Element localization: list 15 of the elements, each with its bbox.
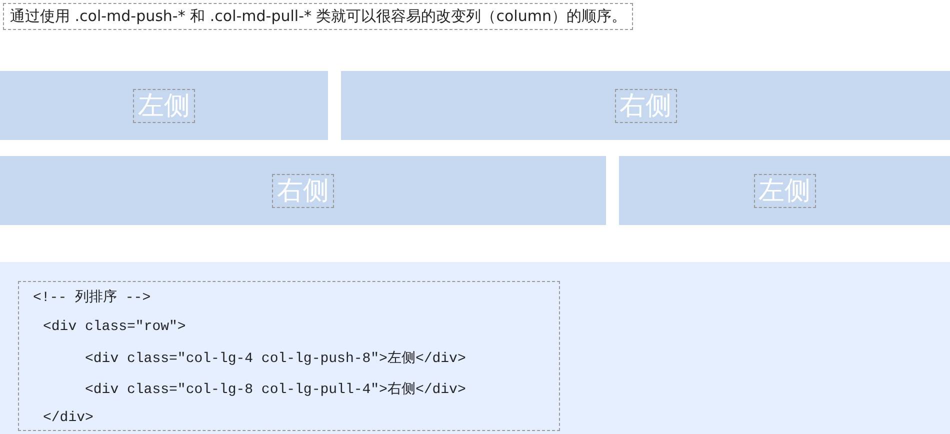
- column-label: 左侧: [133, 88, 195, 122]
- code-line: <!-- 列排序 -->: [33, 288, 151, 306]
- column-label: 右侧: [272, 174, 334, 208]
- column-box: [0, 71, 328, 140]
- intro-text: 通过使用 .col-md-push-* 和 .col-md-pull-* 类就可以很容易的改变列（column）的顺序。: [3, 3, 634, 30]
- column-label: 左侧: [754, 174, 816, 208]
- code-box: [18, 281, 560, 431]
- code-line: <div class="col-lg-4 col-lg-push-8">左侧</div>: [85, 350, 466, 367]
- code-line: <div class="col-lg-8 col-lg-pull-4">右侧</div>: [85, 380, 466, 398]
- code-line: <div class="row">: [43, 318, 186, 334]
- column-label: 右侧: [614, 88, 676, 122]
- column-box: [619, 156, 950, 225]
- column-box: [341, 71, 950, 140]
- column-box: [0, 156, 606, 225]
- code-line: </div>: [43, 410, 94, 426]
